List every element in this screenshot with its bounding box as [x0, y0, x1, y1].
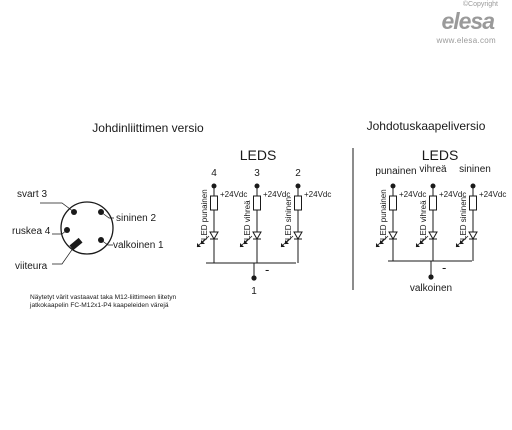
- right-branch-3-supply-label: +24Vdc: [479, 190, 506, 199]
- right-branch-2-emission-arrowhead: [416, 243, 420, 247]
- wire-color-blue: sininen: [459, 164, 491, 175]
- pin-1-label: valkoinen 1: [113, 240, 164, 251]
- pin-2-label: sininen 2: [116, 213, 156, 224]
- common-pin-number: 1: [251, 286, 257, 297]
- brand-url: www.elesa.com: [436, 36, 496, 45]
- right-branch-1-emission-arrowhead: [380, 240, 384, 244]
- brand-mark: elesa: [441, 8, 495, 34]
- left-branch-1-resistor: [210, 195, 218, 211]
- left-branch-2-emission-arrowhead: [240, 243, 244, 247]
- left-branch-3-emission-arrowhead: [285, 240, 289, 244]
- left-branch-1-emission-arrowhead: [197, 243, 201, 247]
- right-branch-2-led-label: LED vihreä: [419, 200, 428, 240]
- right-branch-1-supply-label: +24Vdc: [399, 190, 426, 199]
- wiring-note: Näytetyt värit vastaavat taka M12-liitti…: [30, 294, 176, 310]
- right-branch-3-led-label: LED sininen: [459, 197, 468, 240]
- pin-number-2: 2: [295, 168, 301, 179]
- left-branch-3-resistor: [294, 195, 302, 211]
- left-branch-1-supply-label: +24Vdc: [220, 190, 247, 199]
- left-branch-3-led-symbol: [293, 231, 303, 241]
- pin-4-label: ruskea 4: [12, 226, 51, 237]
- left-branch-3-led-label: LED sininen: [284, 197, 293, 240]
- left-branch-2-led-symbol: [252, 231, 262, 241]
- right-branch-1-resistor: [389, 195, 397, 211]
- left-branch-3-emission-arrowhead: [281, 243, 285, 247]
- left-minus-sign: -: [265, 262, 269, 277]
- left-branch-2-led-label: LED vihreä: [243, 200, 252, 240]
- wire-color-green: vihreä: [419, 164, 447, 175]
- m12-connector: [40, 201, 114, 265]
- right-section-title: Johdotuskaapeliversio: [367, 119, 486, 133]
- right-branch-3-resistor: [469, 195, 477, 211]
- left-branch-1-led-symbol: [209, 231, 219, 241]
- left-branch-1-emission-arrowhead: [201, 240, 205, 244]
- right-branch-2-supply-label: +24Vdc: [439, 190, 466, 199]
- right-branch-1-led-symbol: [388, 231, 398, 241]
- pin-3-label: svart 3: [17, 189, 47, 200]
- right-leds-title: LEDS: [422, 147, 459, 163]
- note-line-2: jatkokaapelin FC-M12x1-P4 kaapeleiden vä…: [30, 302, 169, 309]
- left-branch-3-supply-label: +24Vdc: [304, 190, 331, 199]
- right-branch-2-emission-arrowhead: [420, 240, 424, 244]
- left-branch-2-supply-label: +24Vdc: [263, 190, 290, 199]
- copyright-text: ©Copyright: [462, 1, 498, 8]
- left-branch-2-resistor: [253, 195, 261, 211]
- leader-pin-1: [100, 239, 113, 246]
- leader-pin-4: [52, 229, 68, 235]
- left-leds-title: LEDS: [240, 147, 277, 163]
- left-section-title: Johdinliittimen versio: [92, 121, 204, 135]
- pin-number-3: 3: [254, 168, 260, 179]
- pin-number-4: 4: [211, 168, 217, 179]
- right-branch-3-emission-arrowhead: [456, 243, 460, 247]
- wire-color-red: punainen: [375, 166, 416, 177]
- right-minus-sign: -: [442, 260, 446, 275]
- right-branch-3-led-symbol: [468, 231, 478, 241]
- right-branch-2-led-symbol: [428, 231, 438, 241]
- leader-pin-3: [40, 202, 75, 213]
- right-branch-3-emission-arrowhead: [460, 240, 464, 244]
- right-common-terminal: [428, 274, 434, 280]
- left-branch-1-led-label: LED punainen: [200, 189, 209, 240]
- common-wire-label: valkoinen: [410, 283, 452, 294]
- note-line-1: Näytetyt värit vastaavat taka M12-liitti…: [30, 294, 177, 301]
- left-common-terminal: [251, 275, 257, 281]
- right-branch-1-emission-arrowhead: [376, 243, 380, 247]
- elesa-logo: ©Copyright elesa www.elesa.com: [412, 0, 502, 48]
- connector-outline: [60, 201, 114, 255]
- right-branch-2-resistor: [429, 195, 437, 211]
- leader-key: [52, 243, 77, 265]
- left-branch-2-emission-arrowhead: [244, 240, 248, 244]
- leader-pin-2: [100, 211, 114, 219]
- key-label: viiteura: [15, 261, 48, 272]
- right-branch-1-led-label: LED punainen: [379, 189, 388, 240]
